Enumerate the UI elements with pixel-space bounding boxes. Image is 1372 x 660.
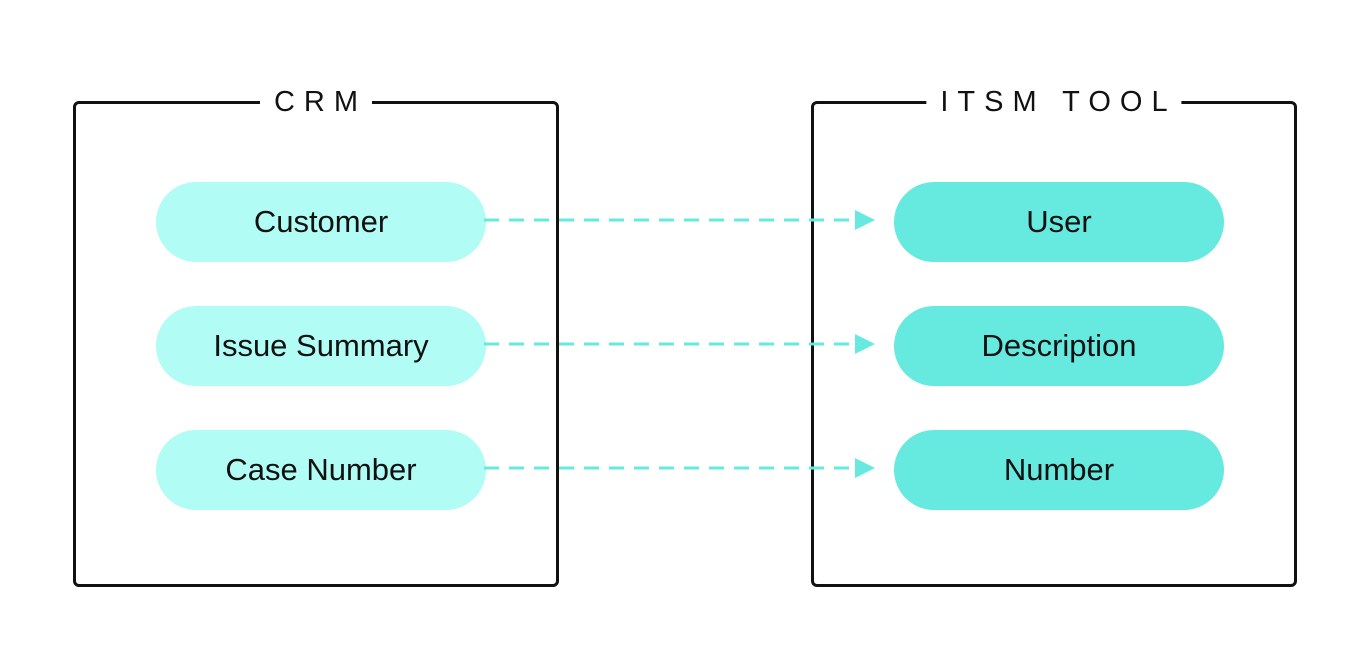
crm-field-case-number: Case Number	[156, 430, 486, 510]
itsm-field-user: User	[894, 182, 1224, 262]
crm-field-customer: Customer	[156, 182, 486, 262]
crm-field-issue-summary: Issue Summary	[156, 306, 486, 386]
crm-title: CRM	[259, 82, 373, 122]
crm-system-box: CRM Customer Issue Summary Case Number	[73, 82, 559, 587]
itsm-field-number: Number	[894, 430, 1224, 510]
itsm-system-box: ITSM TOOL User Description Number	[811, 82, 1297, 587]
itsm-field-description: Description	[894, 306, 1224, 386]
itsm-title: ITSM TOOL	[926, 82, 1182, 122]
